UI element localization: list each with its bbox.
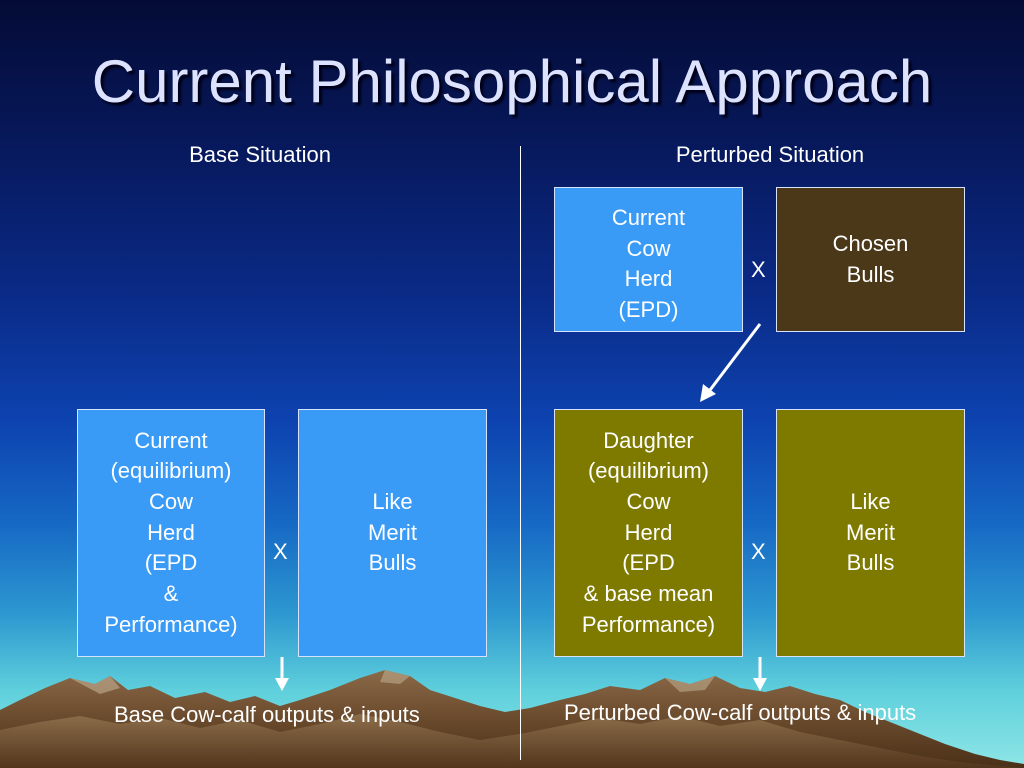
base-outputs-caption: Base Cow-calf outputs & inputs <box>114 702 420 727</box>
perturbed-like-merit-bulls-text: Like Merit Bulls <box>846 488 895 576</box>
perturbed-current-cow-herd-box: Current Cow Herd (EPD) <box>554 187 743 332</box>
base-situation-heading: Base Situation <box>189 142 331 167</box>
base-like-merit-bulls-text: Like Merit Bulls <box>368 488 417 576</box>
perturbed-daughter-cow-herd-text: Daughter (equilibrium) Cow Herd (EPD & b… <box>581 427 716 637</box>
base-current-cow-herd-text: Current (equilibrium) Cow Herd (EPD & Pe… <box>104 427 238 637</box>
perturbed-situation-heading: Perturbed Situation <box>675 142 865 167</box>
section-divider <box>520 146 521 760</box>
perturbed-down-arrow-icon <box>753 657 767 691</box>
base-down-arrow-icon <box>275 657 289 691</box>
perturbed-chosen-bulls-box: Chosen Bulls <box>776 187 965 332</box>
perturbed-top-cross-operator: X <box>751 257 766 282</box>
perturbed-current-cow-herd-text: Current Cow Herd (EPD) <box>611 205 686 323</box>
base-current-cow-herd-box: Current (equilibrium) Cow Herd (EPD & Pe… <box>77 409 265 657</box>
perturbed-outputs-caption: Perturbed Cow-calf outputs & inputs <box>564 700 917 725</box>
diagonal-down-arrow-icon <box>700 323 762 402</box>
perturbed-daughter-cow-herd-box: Daughter (equilibrium) Cow Herd (EPD & b… <box>554 409 743 657</box>
base-cross-operator: X <box>273 539 288 564</box>
base-like-merit-bulls-box: Like Merit Bulls <box>298 409 487 657</box>
perturbed-bottom-cross-operator: X <box>751 539 766 564</box>
slide-title: Current Philosophical Approach <box>91 48 933 115</box>
perturbed-like-merit-bulls-box: Like Merit Bulls <box>776 409 965 657</box>
perturbed-chosen-bulls-text: Chosen Bulls <box>832 230 909 287</box>
